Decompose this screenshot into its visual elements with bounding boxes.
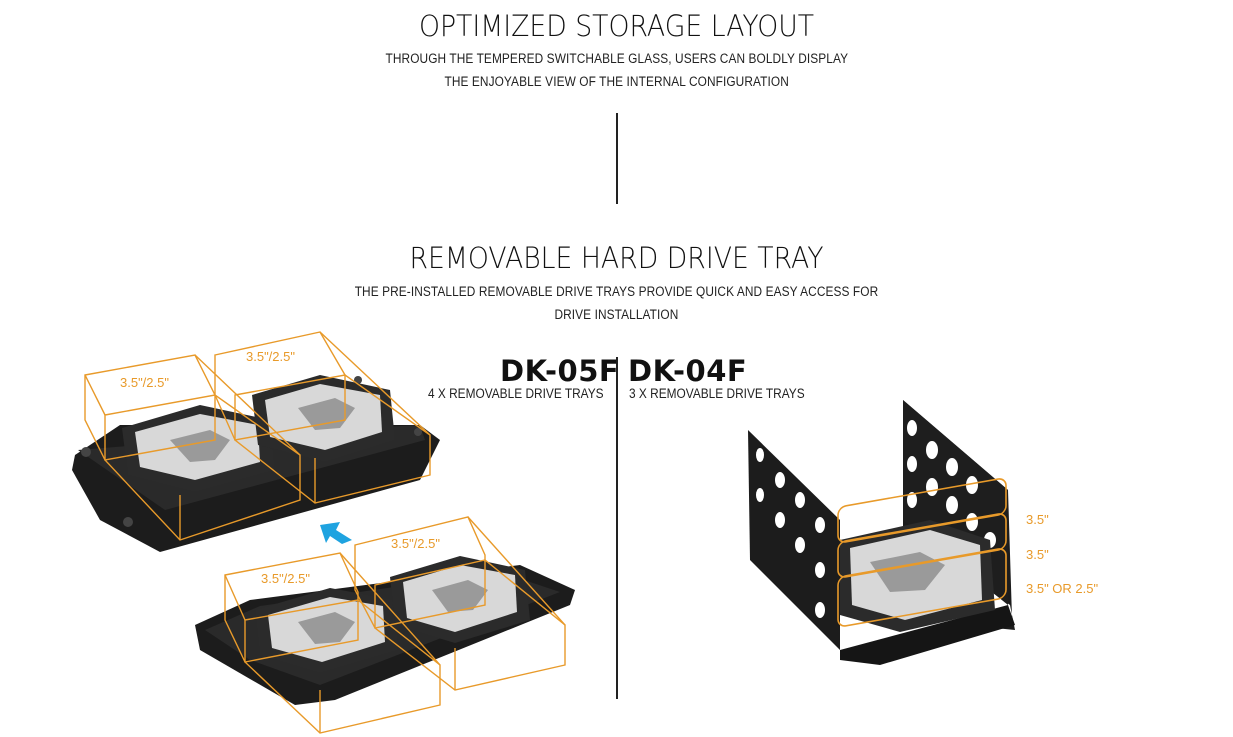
bay-size-label: 3.5" [1026, 512, 1049, 527]
divider-vertical [616, 113, 618, 204]
drive-icon [255, 588, 398, 673]
model-name-dk04f: DK-04F [628, 354, 748, 388]
drive-icon [252, 375, 395, 462]
tray-size-label: 3.5"/2.5" [261, 571, 310, 586]
arrow-down-icon [320, 522, 352, 544]
drive-icon [840, 520, 995, 632]
model-name-dk05f: DK-05F [500, 354, 620, 388]
bay-size-label: 3.5" OR 2.5" [1026, 581, 1098, 596]
section-title-storage-layout: OPTIMIZED STORAGE LAYOUT [418, 9, 815, 43]
model-divider [616, 357, 618, 699]
tray-size-label: 3.5"/2.5" [246, 349, 295, 364]
tray-size-label: 3.5"/2.5" [120, 375, 169, 390]
model-desc-dk04f: 3 X REMOVABLE DRIVE TRAYS [629, 386, 805, 401]
section-desc-line-2: THE ENJOYABLE VIEW OF THE INTERNAL CONFI… [444, 74, 789, 89]
drive-icon [390, 556, 530, 643]
drive-icon [122, 405, 275, 492]
tray-size-label: 3.5"/2.5" [391, 536, 440, 551]
section2-desc-line-1: THE PRE-INSTALLED REMOVABLE DRIVE TRAYS … [354, 284, 879, 299]
section2-desc-line-2: DRIVE INSTALLATION [554, 307, 679, 322]
bay-size-label: 3.5" [1026, 547, 1049, 562]
model-desc-dk05f: 4 X REMOVABLE DRIVE TRAYS [428, 386, 604, 401]
section-desc-line-1: THROUGH THE TEMPERED SWITCHABLE GLASS, U… [385, 51, 848, 66]
section-title-drive-tray: REMOVABLE HARD DRIVE TRAY [409, 241, 824, 275]
